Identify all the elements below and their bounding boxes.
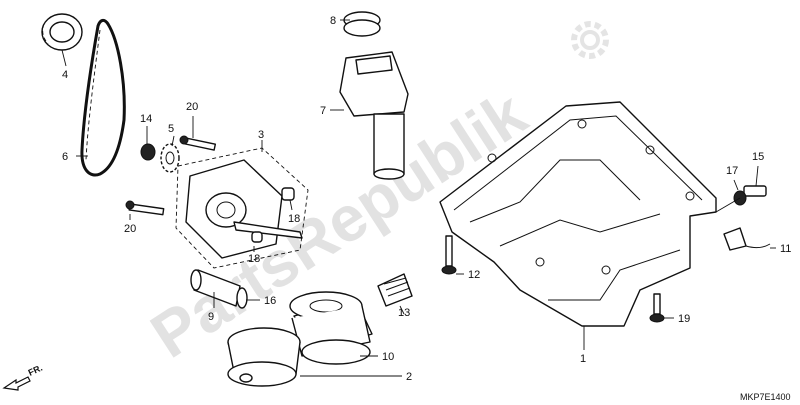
callout-8: 8: [330, 15, 336, 27]
callout-3: 3: [258, 129, 264, 141]
oil-filter-cartridge: [289, 291, 373, 365]
callout-11: 11: [780, 243, 791, 255]
callout-19: 19: [678, 313, 690, 325]
diagram-code: MKP7E1400: [740, 392, 791, 402]
cam-chain: [80, 18, 126, 177]
gear-icon: [571, 21, 609, 59]
oil-strainer: [339, 51, 409, 180]
callout-15: 15: [752, 151, 764, 163]
callout-6: 6: [62, 151, 68, 163]
hose-clamp: [723, 227, 771, 251]
front-direction-arrow: FR.: [2, 363, 44, 391]
washer-part-14: [140, 143, 156, 161]
bolt-upper: [179, 135, 217, 151]
oil-seal: [343, 11, 381, 37]
callout-labels: 4 6 8 7 14 5 20 3 20 18 18 9 16 13 10 2 …: [62, 15, 791, 383]
pan-bolt: [441, 235, 457, 275]
callout-9: 9: [208, 311, 214, 323]
callout-1: 1: [580, 353, 586, 365]
leader-lines: [61, 19, 776, 377]
callout-14: 14: [140, 113, 152, 125]
callout-7: 7: [320, 105, 326, 117]
callout-20-lower: 20: [124, 223, 136, 235]
pipe-and-o-ring: [190, 269, 248, 309]
oil-pan: [439, 101, 717, 327]
drain-bolt: [733, 185, 767, 206]
callout-17: 17: [726, 165, 738, 177]
pan-bolt-lower: [649, 293, 665, 323]
callout-18-right: 18: [288, 213, 300, 225]
direction-label: FR.: [27, 363, 44, 378]
bolt-lower: [125, 200, 165, 216]
callout-18-lower: 18: [248, 253, 260, 265]
callout-12: 12: [468, 269, 480, 281]
pump-sprocket: [160, 143, 180, 173]
callout-13: 13: [398, 307, 410, 319]
callout-20-upper: 20: [186, 101, 198, 113]
callout-4: 4: [62, 69, 68, 81]
oil-filter-cover: [227, 327, 301, 387]
arrow-left-icon: [2, 376, 31, 391]
cam-sprocket: [41, 13, 83, 51]
callout-10: 10: [382, 351, 394, 363]
callout-2: 2: [406, 371, 412, 383]
callout-5: 5: [168, 123, 174, 135]
oil-cooler-nipple: [377, 273, 413, 307]
oil-pump-assembly: [175, 147, 309, 269]
callout-16: 16: [264, 295, 276, 307]
